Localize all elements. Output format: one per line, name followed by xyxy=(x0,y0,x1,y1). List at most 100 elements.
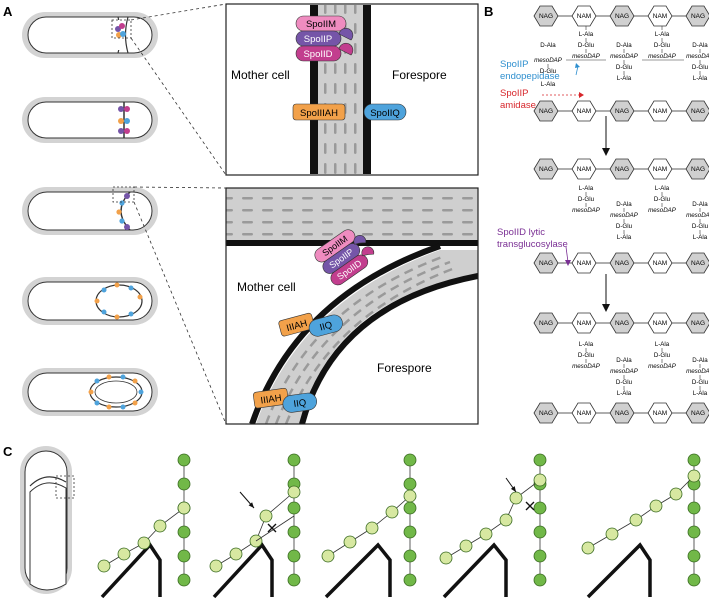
spoiip-label: SpoIIP xyxy=(304,34,333,45)
zoom-box-c xyxy=(55,475,75,499)
peptide-residue: mesoDAP xyxy=(610,212,639,219)
zoom-panel-septum: Mother cell Forespore SpoIIM SpoIIP SpoI… xyxy=(225,3,479,176)
peptide-residue: mesoDAP xyxy=(648,53,677,60)
new-strand-bead xyxy=(581,541,595,555)
spoiiq-label: SpoIIQ xyxy=(370,108,400,119)
new-strand-bead xyxy=(687,469,701,483)
peptide-residue: mesoDAP xyxy=(534,57,563,64)
existing-strand-bead xyxy=(177,549,191,563)
nag-sugar xyxy=(609,5,635,27)
peptide-residue: L-Ala xyxy=(579,31,594,38)
iiq-label-2: IIQ xyxy=(293,397,307,410)
peptide-residue: L-Ala xyxy=(617,75,632,82)
peptide-residue: L-Ala xyxy=(693,390,708,397)
peptide-residue: D-Glu xyxy=(692,379,709,386)
label-mother-cell-bottom: Mother cell xyxy=(237,280,296,294)
new-strand-bead xyxy=(343,535,357,549)
nam-sugar-label: NAM xyxy=(653,320,667,327)
cell-septation-stage xyxy=(22,12,158,58)
existing-strand-bead xyxy=(687,453,701,467)
enzyme-lytic-1: SpoIID lytic xyxy=(497,227,545,238)
nag-sugar-label: NAG xyxy=(691,410,705,417)
nam-sugar-label: NAM xyxy=(653,260,667,267)
peptide-residue: D-Ala xyxy=(692,42,708,49)
engulfment-protein-stack: SpoIIM SpoIIP SpoIID xyxy=(314,229,375,286)
nag-sugar xyxy=(685,5,709,27)
peptide-residue: D-Ala xyxy=(692,357,708,364)
iiiah-label-2: IIIAH xyxy=(260,393,283,407)
peptide-residue: L-Ala xyxy=(579,341,594,348)
peptide-residue: mesoDAP xyxy=(610,53,639,60)
peptide-residue: D-Ala xyxy=(616,42,632,49)
nam-sugar-label: NAM xyxy=(577,166,591,173)
nam-sugar-label: NAM xyxy=(577,410,591,417)
peptide-residue: D-Glu xyxy=(578,196,595,203)
new-strand-bead xyxy=(385,505,399,519)
new-strand-bead xyxy=(629,513,643,527)
nag-sugar-label: NAG xyxy=(539,108,553,115)
peptide-residue: D-Glu xyxy=(654,196,671,203)
existing-strand-bead xyxy=(687,525,701,539)
peptide-residue: L-Ala xyxy=(655,341,670,348)
existing-strand-bead xyxy=(533,501,547,515)
spoiid-label: SpoIID xyxy=(303,49,332,60)
nag-sugar-label: NAG xyxy=(539,13,553,20)
new-strand-bead xyxy=(153,519,167,533)
nag-sugar-label: NAG xyxy=(539,260,553,267)
nam-sugar-label: NAM xyxy=(577,13,591,20)
cell-engulfment-complete xyxy=(22,368,158,416)
nag-sugar xyxy=(685,312,709,334)
nag-sugar-label: NAG xyxy=(615,260,629,267)
iiq-label-1: IIQ xyxy=(319,320,334,334)
remodel-step-3 xyxy=(321,453,417,599)
new-strand-bead xyxy=(509,491,523,505)
new-strand-bead xyxy=(259,509,273,523)
nag-sugar-label: NAG xyxy=(691,166,705,173)
existing-strand-bead xyxy=(403,477,417,491)
nag-sugar-label: NAG xyxy=(691,260,705,267)
cell-engulfment-mid xyxy=(22,277,158,325)
nag-sugar-label: NAG xyxy=(615,13,629,20)
existing-strand-bead xyxy=(687,573,701,587)
remodel-step-1 xyxy=(97,453,191,599)
nag-sugar-label: NAG xyxy=(539,320,553,327)
label-mother-cell-top: Mother cell xyxy=(231,68,290,82)
peptide-residue: D-Ala xyxy=(616,201,632,208)
peptide-residue: mesoDAP xyxy=(686,212,709,219)
peptide-residue: L-Ala xyxy=(617,234,632,241)
cleavage-site-mark xyxy=(525,501,535,511)
zoom-box-bottom xyxy=(112,186,135,203)
new-strand-bead xyxy=(439,551,453,565)
existing-strand-bead xyxy=(533,525,547,539)
peptide-residue: D-Glu xyxy=(654,42,671,49)
new-strand-bead xyxy=(287,485,301,499)
nag-sugar-label: NAG xyxy=(615,320,629,327)
nam-sugar-label: NAM xyxy=(577,320,591,327)
existing-strand-bead xyxy=(403,501,417,515)
peptide-residue: D-Glu xyxy=(616,223,633,230)
spoiiiah-label: SpoIIIAH xyxy=(300,108,338,119)
peptide-residue: mesoDAP xyxy=(572,363,601,370)
existing-strand-bead xyxy=(177,453,191,467)
iiiah-label-1: IIIAH xyxy=(285,318,308,334)
peptide-residue: L-Ala xyxy=(541,81,556,88)
peptide-residue: mesoDAP xyxy=(648,363,677,370)
nag-sugar xyxy=(609,158,635,180)
peptide-residue: D-Ala xyxy=(616,357,632,364)
peptide-residue: D-Ala xyxy=(540,42,556,49)
panel-label-b: B xyxy=(484,4,493,19)
nag-sugar-label: NAG xyxy=(691,320,705,327)
nam-sugar xyxy=(647,5,673,27)
existing-strand-bead xyxy=(287,549,301,563)
existing-strand-bead xyxy=(403,573,417,587)
peptide-residue: mesoDAP xyxy=(610,368,639,375)
new-strand-bead xyxy=(321,549,335,563)
